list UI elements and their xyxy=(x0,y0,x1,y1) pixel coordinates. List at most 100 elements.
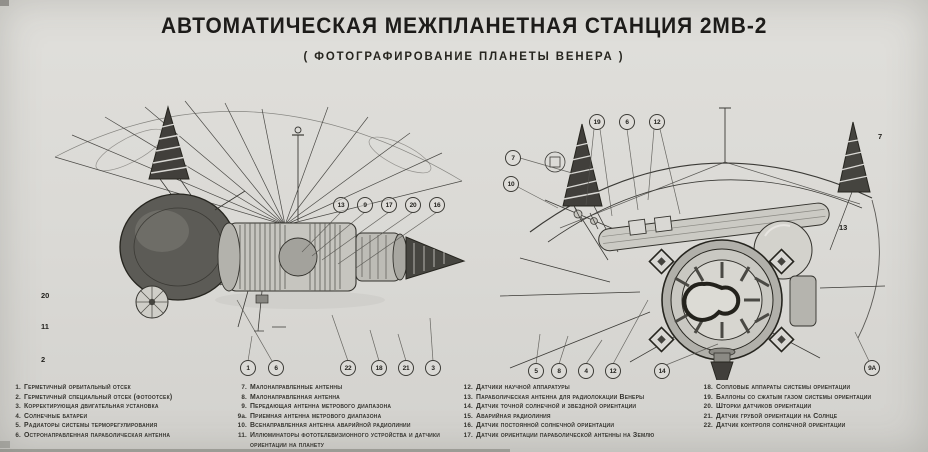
legend-item-18: 18.Сопловые аппараты системы ориентации xyxy=(700,383,924,393)
legend-item-19: 19.Баллоны со сжатым газом системы ориен… xyxy=(700,393,924,403)
legend-item-2: 2.Герметичный специальный отсек (фотоотс… xyxy=(8,393,224,403)
page-title: АВТОМАТИЧЕСКАЯ МЕЖПЛАНЕТНАЯ СТАНЦИЯ 2МВ-… xyxy=(160,13,768,38)
callout-19: 19 xyxy=(589,114,605,130)
callout-1: 1 xyxy=(240,360,256,376)
legend-item-number: 10. xyxy=(237,422,247,430)
legend-item-number: 9а. xyxy=(237,412,247,420)
orientation-wheel xyxy=(135,285,169,319)
callout-9А: 9А xyxy=(864,360,880,376)
legend-item-text: Герметичный орбитальный отсек xyxy=(24,384,131,391)
callout-11: 11 xyxy=(41,322,49,331)
callout-10: 10 xyxy=(503,176,519,192)
legend-item-4: 4.Солнечные батареи xyxy=(8,412,224,422)
legend-item-number: 4. xyxy=(15,412,21,420)
legend-item-text: Солнечные батареи xyxy=(24,412,88,420)
legend-item-17: 17.Датчик ориентации параболической анте… xyxy=(460,431,696,441)
legend-item-number: 12. xyxy=(463,384,473,391)
side-instrument-box xyxy=(789,275,817,327)
solar-panel-edge xyxy=(598,202,830,252)
legend-item-number: 11. xyxy=(237,431,247,439)
legend-item-13: 13.Параболическая антенна для радиолокац… xyxy=(460,393,696,403)
scan-artifact-top-left xyxy=(0,0,9,6)
engine-nozzle-cone xyxy=(405,236,466,280)
callout-6: 6 xyxy=(268,360,284,376)
legend-item-text: Всенаправленная антенна аварийной радиол… xyxy=(250,422,411,430)
callout-14: 14 xyxy=(654,363,670,379)
legend-item-7: 7.Малонаправленные антенны xyxy=(234,383,456,393)
page-subtitle-row: ( ФОТОГРАФИРОВАНИЕ ПЛАНЕТЫ ВЕНЕРА ) xyxy=(0,47,928,65)
legend-item-number: 17. xyxy=(463,431,473,439)
spacecraft-front-view-drawing xyxy=(499,107,886,380)
callout-7: 7 xyxy=(878,132,883,141)
callout-8: 8 xyxy=(551,363,567,379)
legend-item-15: 15.Аварийная радиолиния xyxy=(460,412,696,422)
callout-4: 4 xyxy=(578,363,594,379)
legend-item-20: 20.Шторки датчиков ориентации xyxy=(700,402,924,412)
callout-13: 13 xyxy=(839,223,848,232)
legend-item-text: Шторки датчиков ориентации xyxy=(716,403,812,411)
legend-item-number: 6. xyxy=(15,431,21,439)
legend-item-3: 3.Корректирующая двигательная установка xyxy=(8,402,224,412)
legend-item-text: Сопловые аппараты системы ориентации xyxy=(716,384,851,391)
instrument-cylinder xyxy=(355,232,408,282)
scan-artifact-bottom-left xyxy=(0,441,10,448)
legend-item-number: 21. xyxy=(703,412,713,420)
legend-item-1: 1.Герметичный орбитальный отсек xyxy=(8,383,224,393)
legend-item-number: 1. xyxy=(15,384,21,391)
legend-item-11: 11.Иллюминаторы фототелевизионного устро… xyxy=(234,431,456,450)
legend-item-number: 22. xyxy=(703,422,713,430)
spacecraft-side-view-drawing xyxy=(54,100,466,332)
legend-item-text: Остронаправленная параболическая антенна xyxy=(24,431,171,439)
legend-item-22: 22.Датчик контроля солнечной ориентации xyxy=(700,421,924,431)
legend-item-number: 18. xyxy=(703,384,713,391)
ring-spokes xyxy=(674,262,770,338)
legend-item-text: Датчик ориентации параболической антенны… xyxy=(476,431,655,439)
legend-item-text: Датчик контроля солнечной ориентации xyxy=(716,422,846,430)
legend-item-text: Аварийная радиолиния xyxy=(476,412,551,420)
legend-item-10: 10.Всенаправленная антенна аварийной рад… xyxy=(234,421,456,431)
conical-spiral-antenna-right xyxy=(829,121,871,251)
callout-7: 7 xyxy=(505,150,521,166)
legend-item-number: 20. xyxy=(703,403,713,411)
legend-item-number: 13. xyxy=(463,393,473,401)
callout-12: 12 xyxy=(649,114,665,130)
legend-item-16: 16.Датчик постоянной солнечной ориентаци… xyxy=(460,421,696,431)
legend-item-6: 6.Остронаправленная параболическая антен… xyxy=(8,431,224,441)
legend-item-number: 14. xyxy=(463,403,473,411)
callout-22: 22 xyxy=(340,360,356,376)
callout-20: 20 xyxy=(41,291,50,300)
legend-item-14: 14.Датчик точной солнечной и звездной ор… xyxy=(460,402,696,412)
callout-20: 20 xyxy=(405,197,421,213)
keyhole-aperture xyxy=(682,281,741,322)
legend-item-text: Малонаправленные антенны xyxy=(250,384,343,391)
legend-item-12: 12.Датчики научной аппаратуры xyxy=(460,383,696,393)
legend-item-text: Параболическая антенна для радиолокации … xyxy=(476,393,645,401)
callout-6: 6 xyxy=(619,114,635,130)
legend-item-text: Передающая антенна метрового диапазона xyxy=(250,403,392,411)
page-title-row: АВТОМАТИЧЕСКАЯ МЕЖПЛАНЕТНАЯ СТАНЦИЯ 2МВ-… xyxy=(0,13,928,39)
legend-item-number: 9. xyxy=(241,403,247,411)
legend-item-text: Датчики научной аппаратуры xyxy=(476,384,570,391)
legend-item-text: Герметичный специальный отсек (фотоотсек… xyxy=(24,393,173,401)
callout-17: 17 xyxy=(381,197,397,213)
ground-shadow xyxy=(215,291,385,309)
legend-item-number: 8. xyxy=(241,393,247,401)
callout-9: 9 xyxy=(357,197,373,213)
solar-panel-fan xyxy=(54,100,463,226)
legend-item-text: Малонаправленная антенна xyxy=(250,393,340,401)
legend-item-number: 2. xyxy=(15,393,21,401)
legend-item-text: Приемная антенна метрового диапазона xyxy=(250,412,382,420)
legend-item-text: Датчик грубой ориентации на Солнце xyxy=(716,412,838,420)
legend-item-5: 5.Радиаторы системы терморегулирования xyxy=(8,421,224,431)
scan-artifact-bottom-edge xyxy=(0,449,511,452)
legend-item-number: 7. xyxy=(241,384,247,391)
legend-item-number: 19. xyxy=(703,393,713,401)
callout-12: 12 xyxy=(605,363,621,379)
legend-item-9: 9.Передающая антенна метрового диапазона xyxy=(234,402,456,412)
callout-21: 21 xyxy=(398,360,414,376)
legend-item-9а: 9а.Приемная антенна метрового диапазона xyxy=(234,412,456,422)
